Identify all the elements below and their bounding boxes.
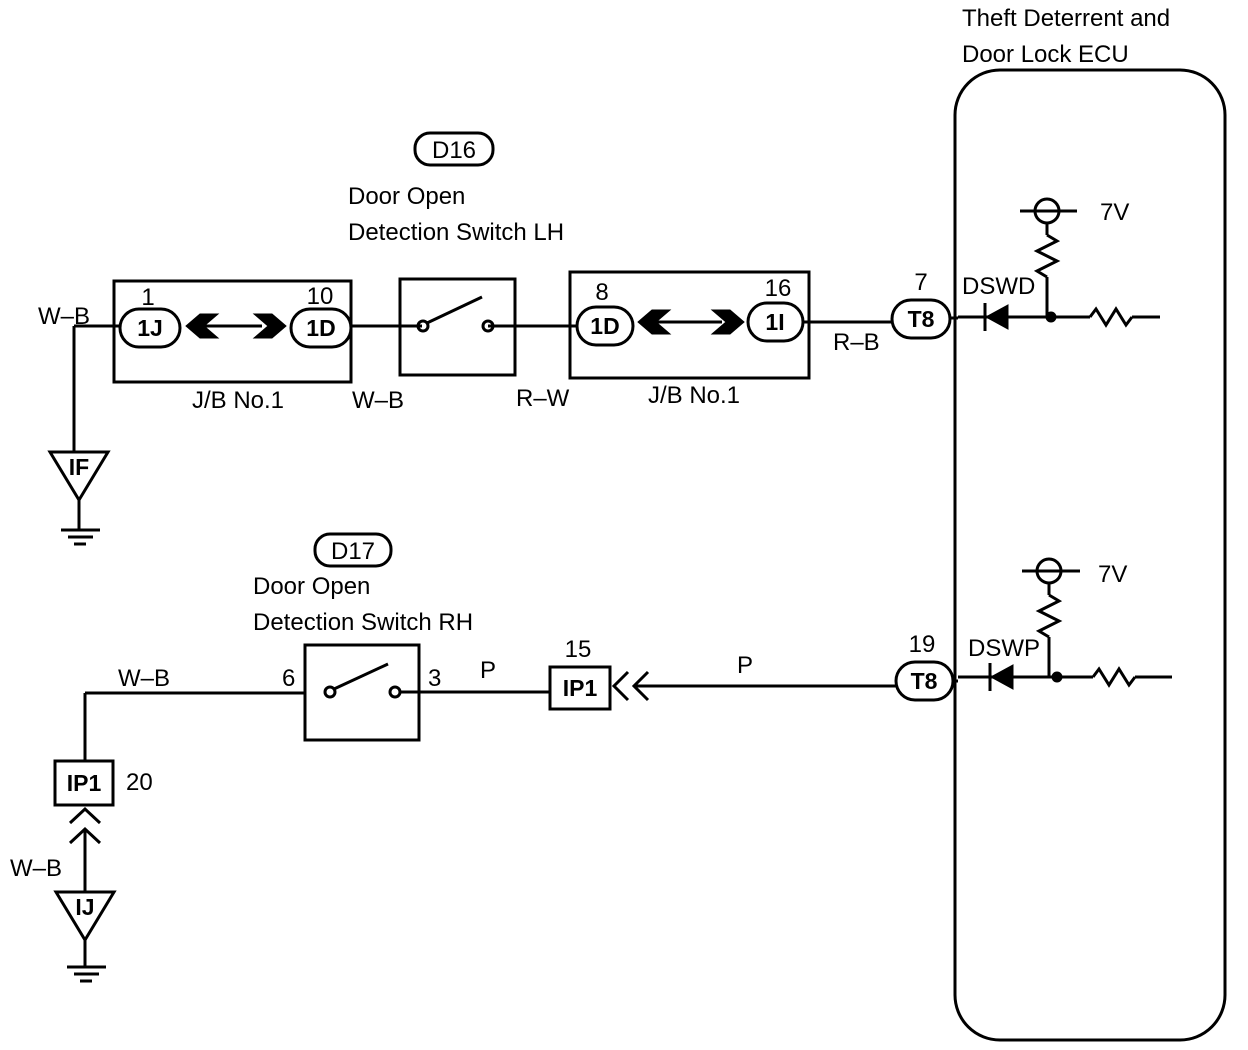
wire-label-wb: W–B bbox=[38, 303, 90, 330]
connector-arrow bbox=[631, 670, 650, 702]
pullup-resistor bbox=[1035, 593, 1063, 639]
wire-label-wb: W–B bbox=[118, 665, 170, 692]
connector-t8-bottom-pin: 19 bbox=[909, 631, 936, 658]
wire-label-wb: W–B bbox=[10, 855, 62, 882]
connector-1i-pin: 16 bbox=[765, 275, 792, 302]
connector-ip1-low bbox=[53, 759, 115, 807]
connector-1i bbox=[746, 301, 805, 343]
connector-1j-label: 1J bbox=[137, 315, 163, 341]
wire-label-wb: W–B bbox=[352, 387, 404, 414]
ecu-circuit-dswp: 7V DSWP bbox=[958, 557, 1172, 691]
pullup-resistor bbox=[1033, 233, 1061, 279]
connector-t8-bottom bbox=[894, 660, 955, 702]
connector-1j bbox=[118, 307, 182, 349]
connector-1d-right-label: 1D bbox=[590, 313, 619, 339]
diode-triangle bbox=[989, 664, 1014, 690]
connector-ip1-mid bbox=[548, 665, 612, 711]
connector-t8-top bbox=[890, 298, 952, 340]
connector-ip1-mid-pin: 15 bbox=[565, 636, 592, 663]
voltage-label: 7V bbox=[1098, 561, 1127, 588]
switch-name-line2: Detection Switch RH bbox=[253, 609, 473, 636]
ground-connector-if-label: IF bbox=[69, 454, 89, 480]
connector-1j-pin: 1 bbox=[141, 284, 154, 311]
connector-t8-top-label: T8 bbox=[908, 306, 935, 332]
connector-ip1-mid-label: IP1 bbox=[563, 675, 598, 701]
junction-block-right bbox=[568, 270, 811, 380]
switch-name-line1: Door Open bbox=[348, 183, 465, 210]
ecu-title-line2: Door Lock ECU bbox=[962, 41, 1129, 68]
circuit-label-dswp: DSWP bbox=[968, 635, 1040, 662]
connector-1d-label: 1D bbox=[306, 315, 335, 341]
junction-dot bbox=[1051, 671, 1063, 683]
switch-name-line2: Detection Switch LH bbox=[348, 219, 564, 246]
connector-arrow bbox=[68, 806, 102, 825]
switch-contact bbox=[388, 685, 402, 699]
switch-pin-left: 6 bbox=[282, 665, 295, 692]
door-switch-rh bbox=[303, 643, 421, 742]
connector-1d-pin: 10 bbox=[307, 283, 334, 310]
rh-circuit: 6 3 D17 Door Open Detection Switch RH IP… bbox=[10, 532, 958, 983]
connector-1d-right-pin: 8 bbox=[595, 279, 608, 306]
connector-t8-top-pin: 7 bbox=[914, 269, 927, 296]
junction-block-label: J/B No.1 bbox=[648, 382, 740, 409]
switch-code-badge bbox=[413, 131, 495, 167]
lh-circuit: 1J 1 1D 10 J/B No.1 D16 Door Open Detect… bbox=[38, 131, 958, 546]
ground-connector-if bbox=[47, 450, 111, 503]
wire-label-rb: R–B bbox=[833, 329, 880, 356]
female-terminal-chevron bbox=[710, 309, 745, 335]
switch-code: D16 bbox=[432, 137, 476, 164]
circuit-label-dswd: DSWD bbox=[962, 273, 1035, 300]
series-resistor bbox=[1088, 306, 1134, 328]
connector-ip1-low-pin: 20 bbox=[126, 769, 153, 796]
series-resistor bbox=[1091, 666, 1137, 688]
switch-contact bbox=[323, 685, 337, 699]
connector-1d-right bbox=[575, 305, 635, 347]
switch-blade bbox=[333, 662, 389, 691]
switch-name-line1: Door Open bbox=[253, 573, 370, 600]
diode-triangle bbox=[984, 304, 1009, 330]
door-switch-lh bbox=[398, 277, 517, 377]
voltage-label: 7V bbox=[1100, 199, 1129, 226]
ecu-circuit-dswd: 7V DSWD bbox=[958, 197, 1160, 331]
female-terminal-chevron bbox=[252, 313, 287, 339]
junction-block-label: J/B No.1 bbox=[192, 387, 284, 414]
ground-connector-ij-label: IJ bbox=[75, 894, 94, 920]
ecu-body bbox=[953, 68, 1227, 1042]
ground-connector-ij bbox=[53, 890, 117, 943]
switch-code-badge bbox=[313, 532, 393, 568]
switch-contact bbox=[416, 319, 430, 333]
ecu: Theft Deterrent and Door Lock ECU 7V DSW… bbox=[953, 5, 1227, 1042]
junction-dot bbox=[1045, 311, 1057, 323]
switch-contact bbox=[481, 319, 495, 333]
connector-ip1-low-label: IP1 bbox=[67, 770, 102, 796]
ecu-title-line1: Theft Deterrent and bbox=[962, 5, 1170, 32]
connector-1d bbox=[289, 307, 353, 349]
switch-pin-right: 3 bbox=[428, 665, 441, 692]
switch-blade bbox=[426, 295, 483, 325]
wire-label-p: P bbox=[737, 652, 753, 679]
wire-label-rw: R–W bbox=[516, 385, 570, 412]
switch-code: D17 bbox=[331, 538, 375, 565]
wire-label-p: P bbox=[480, 657, 496, 684]
connector-arrow bbox=[611, 670, 630, 702]
connector-1i-label: 1I bbox=[765, 309, 784, 335]
connector-t8-bottom-label: T8 bbox=[911, 668, 938, 694]
